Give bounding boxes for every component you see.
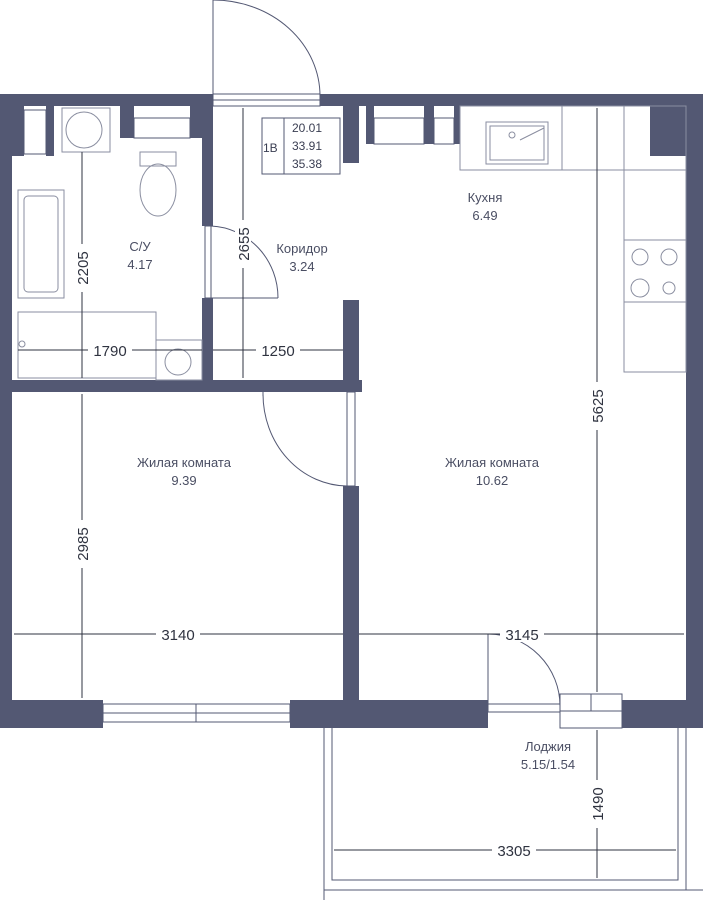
bathroom-fixtures <box>17 107 203 381</box>
dimension-labels: 2205 1790 2655 1250 5625 2985 3140 3145 … <box>74 220 607 860</box>
dim-right-height: 5625 <box>590 389 607 422</box>
bathroom-area: 4.17 <box>127 257 152 272</box>
loggia-outline <box>323 728 703 900</box>
entry-door <box>212 0 321 107</box>
dim-bath-width: 1790 <box>93 343 126 360</box>
unit-type-label: 1В <box>263 141 278 155</box>
dim-corridor-height: 2655 <box>236 227 253 260</box>
living-right-area: 10.62 <box>476 473 509 488</box>
area-total: 33.91 <box>292 139 322 153</box>
kitchen-fixtures <box>459 105 687 373</box>
living-left-name: Жилая комната <box>137 455 232 470</box>
loggia-name: Лоджия <box>525 739 571 754</box>
room-labels: С/У 4.17 Коридор 3.24 Кухня 6.49 Жилая к… <box>127 190 575 772</box>
kitchen-area: 6.49 <box>472 208 497 223</box>
dim-bath-height: 2205 <box>75 251 92 284</box>
living-right-name: Жилая комната <box>445 455 540 470</box>
dim-left-width: 3140 <box>161 627 194 644</box>
corridor-area: 3.24 <box>289 259 314 274</box>
kitchen-name: Кухня <box>468 190 503 205</box>
loggia-area: 5.15/1.54 <box>521 757 575 772</box>
bathroom-name: С/У <box>129 239 151 254</box>
dim-left-height: 2985 <box>75 527 92 560</box>
corridor-name: Коридор <box>276 241 327 256</box>
windows <box>23 109 623 729</box>
dim-right-width: 3145 <box>505 627 538 644</box>
unit-info-box: 1В 20.01 33.91 35.38 <box>261 117 341 175</box>
dim-corridor-width: 1250 <box>261 343 294 360</box>
dim-loggia-width: 3305 <box>497 843 530 860</box>
dim-loggia-height: 1490 <box>590 787 607 820</box>
area-total-with-loggia: 35.38 <box>292 157 322 171</box>
walls <box>0 94 703 728</box>
area-living: 20.01 <box>292 121 322 135</box>
living-left-area: 9.39 <box>171 473 196 488</box>
